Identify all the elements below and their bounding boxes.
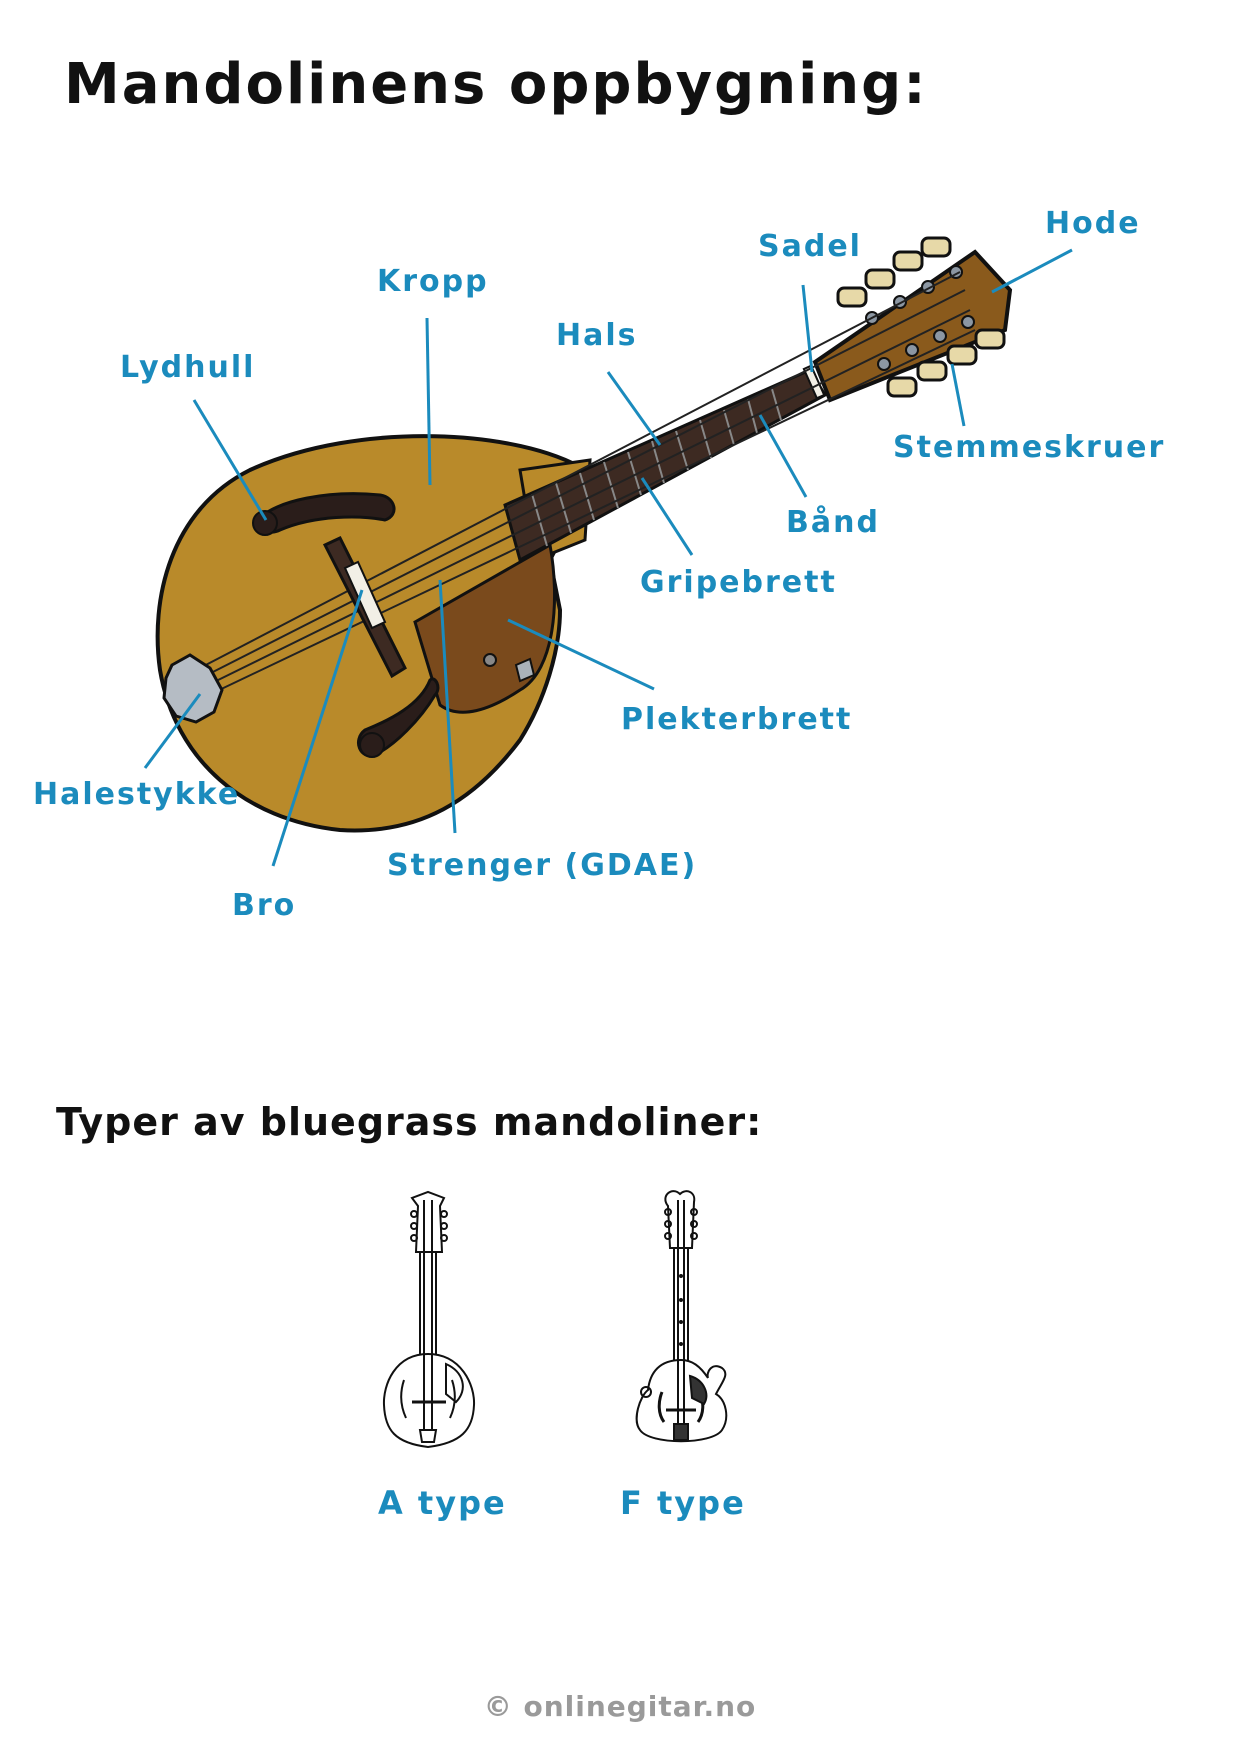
types-heading: Typer av bluegrass mandoliner: <box>56 1100 763 1144</box>
site-name: onlinegitar.no <box>523 1690 757 1723</box>
label-gripebrett: Gripebrett <box>640 565 837 600</box>
label-hals: Hals <box>556 318 638 353</box>
leader-plekterbrett <box>507 618 655 691</box>
label-stemmeskruer: Stemmeskruer <box>893 430 1166 465</box>
copyright-symbol: © <box>483 1690 513 1723</box>
a-type-label: A type <box>378 1484 507 1522</box>
leader-hals <box>606 371 662 446</box>
copyright-footer: © onlinegitar.no <box>0 1690 1240 1723</box>
page-title: Mandolinens oppbygning: <box>64 52 928 117</box>
leader-bro <box>271 589 364 867</box>
label-plekterbrett: Plekterbrett <box>621 702 853 737</box>
label-sadel: Sadel <box>758 229 862 264</box>
leader-halestykke <box>143 693 202 769</box>
nut <box>802 364 826 400</box>
leader-sadel <box>801 284 814 373</box>
label-halestykke: Halestykke <box>33 777 241 812</box>
leader-stemmeskruer <box>950 363 966 427</box>
leader-hode <box>991 248 1073 294</box>
label-baand: Bånd <box>786 505 880 540</box>
leader-kropp <box>425 317 432 486</box>
label-kropp: Kropp <box>377 264 489 299</box>
leader-gripebrett <box>640 477 694 556</box>
label-bro: Bro <box>232 888 297 923</box>
label-lydhull: Lydhull <box>120 350 256 385</box>
label-strenger: Strenger (GDAE) <box>387 848 698 883</box>
label-hode: Hode <box>1045 206 1141 241</box>
f-hole-upper <box>256 492 396 534</box>
leader-strenger <box>438 579 457 834</box>
tailpiece <box>162 653 224 724</box>
leader-baand <box>758 414 808 498</box>
mandolin-diagram <box>143 236 1073 867</box>
f-type-label: F type <box>620 1484 746 1522</box>
leader-lydhull <box>192 399 268 521</box>
